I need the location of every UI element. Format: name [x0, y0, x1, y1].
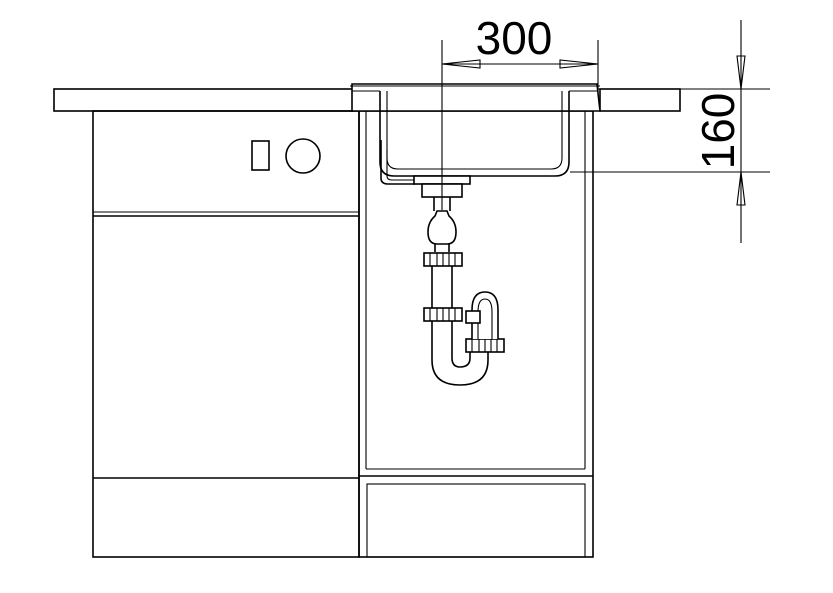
control-panel-switch-icon — [251, 140, 270, 171]
appliance-cabinet — [92, 110, 360, 558]
height-dimension-label: 160 — [692, 93, 744, 170]
control-panel-knob-icon — [285, 138, 321, 174]
height-dimension: 160 — [570, 20, 770, 243]
width-dimension: 300 — [441, 12, 599, 92]
overflow-tube — [380, 140, 415, 185]
drain-trap — [413, 175, 505, 386]
width-dimension-label: 300 — [476, 12, 553, 64]
